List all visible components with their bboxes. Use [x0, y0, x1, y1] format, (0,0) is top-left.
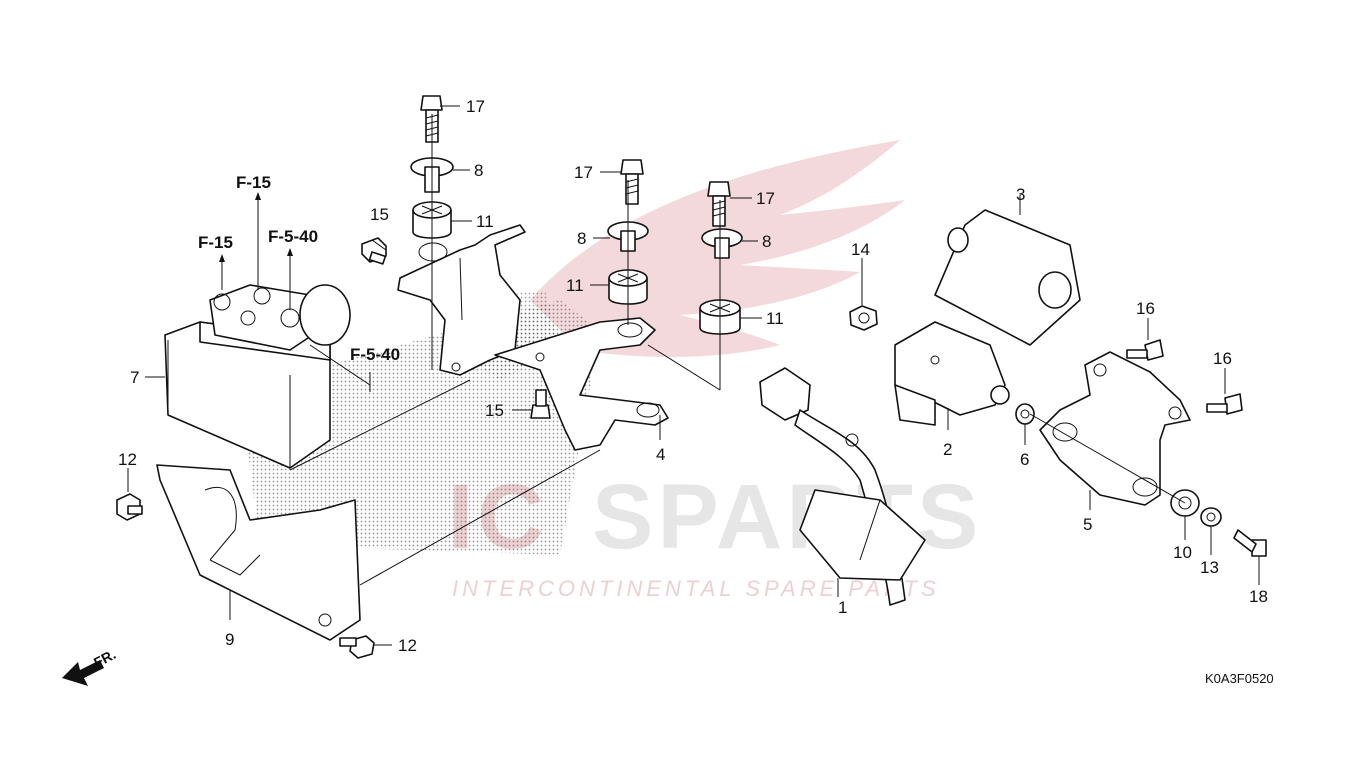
callout-1: 1 [838, 598, 847, 617]
front-arrow-icon [62, 660, 104, 686]
callout-17-right: 17 [756, 189, 775, 208]
front-direction-indicator: FR. [62, 646, 118, 686]
cover-box [934, 209, 1081, 346]
ref-label-f15-top: F-15 [236, 173, 271, 192]
callout-16-lower: 16 [1213, 349, 1232, 368]
nut-14 [849, 305, 878, 331]
callout-14: 14 [851, 240, 870, 259]
callout-15-lower: 15 [485, 401, 504, 420]
bolt-16-upper [1126, 339, 1164, 361]
callout-8-right: 8 [762, 232, 771, 251]
bolt-15-lower [530, 389, 551, 419]
callout-12-left: 12 [118, 450, 137, 469]
watermark-brand-right: SPARTS [592, 466, 982, 568]
ref-label-f15-left: F-15 [198, 233, 233, 252]
callout-2: 2 [943, 440, 952, 459]
harness-module [759, 367, 926, 606]
callout-5: 5 [1083, 515, 1092, 534]
callout-17-left: 17 [466, 97, 485, 116]
callout-11-left: 11 [476, 212, 494, 231]
upper-bracket [397, 224, 526, 376]
bracket-plate [1039, 351, 1191, 506]
callout-11-middle: 11 [566, 276, 584, 295]
callout-4: 4 [656, 445, 665, 464]
ref-label-f540-top: F-5-40 [268, 227, 318, 246]
callout-8-middle: 8 [577, 229, 586, 248]
callout-7: 7 [130, 368, 139, 387]
callout-11-right: 11 [766, 309, 784, 328]
callout-15-upper: 15 [370, 205, 389, 224]
callout-10: 10 [1173, 543, 1192, 562]
abs-modulator-unit [164, 284, 351, 469]
callout-9: 9 [225, 630, 234, 649]
leader-lines [127, 105, 1260, 646]
sensor-unit [894, 321, 1010, 426]
lower-cover [156, 464, 361, 641]
callout-3: 3 [1016, 185, 1025, 204]
callout-16-upper: 16 [1136, 299, 1155, 318]
bolt-18 [1233, 529, 1267, 557]
ref-label-f540-right: F-5-40 [350, 345, 400, 364]
bolt-15-upper [361, 237, 387, 265]
bolt-12-bottom [339, 635, 375, 659]
side-bracket [494, 317, 669, 451]
washer-6 [1015, 403, 1035, 425]
washer-13 [1200, 507, 1222, 527]
callout-17-middle: 17 [574, 163, 593, 182]
bolt-16-lower [1206, 393, 1243, 415]
callout-12-bottom: 12 [398, 636, 417, 655]
diagram-code: K0A3F0520 [1205, 671, 1274, 686]
callout-13: 13 [1200, 558, 1219, 577]
callout-18: 18 [1249, 587, 1268, 606]
bolt-12-left [116, 493, 143, 521]
callout-8-left: 8 [474, 161, 483, 180]
watermark-tagline: INTERCONTINENTAL SPARE PARTS [452, 576, 940, 601]
callout-6: 6 [1020, 450, 1029, 469]
